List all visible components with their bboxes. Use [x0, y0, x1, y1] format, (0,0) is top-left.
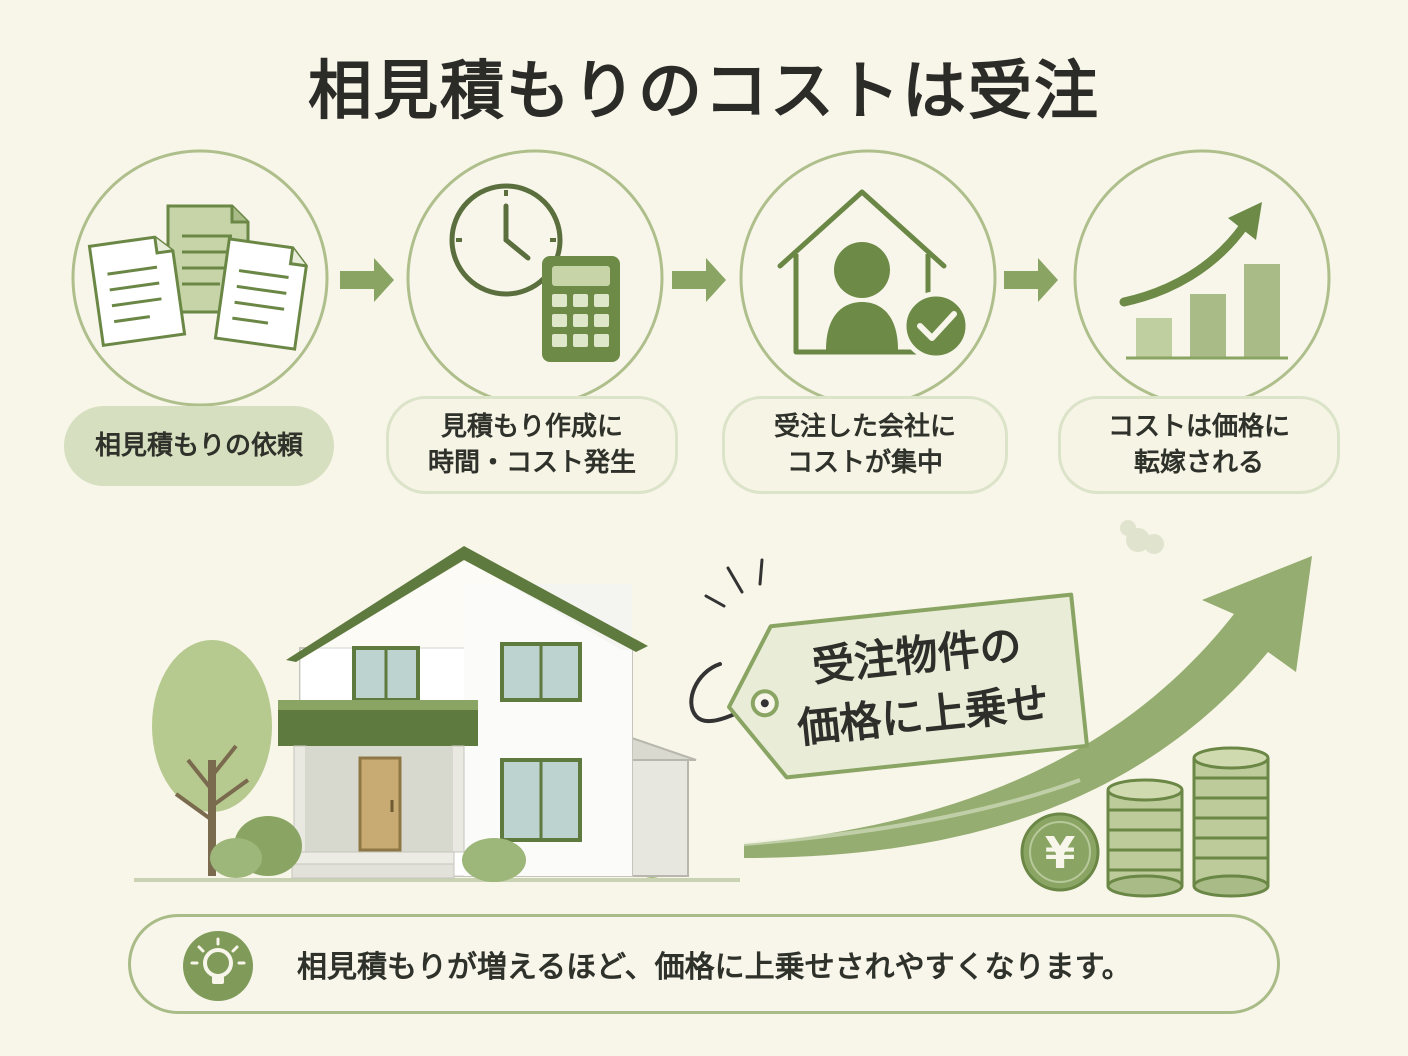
step-2-label: 見積もり作成に時間・コスト発生 [386, 396, 678, 494]
yen-coin: ¥ [1020, 812, 1100, 892]
clock-calculator-icon [449, 183, 620, 362]
documents-icon [87, 204, 308, 351]
step-4-label: コストは価格に転嫁される [1058, 396, 1340, 494]
lightbulb-icon [183, 931, 253, 1001]
page-title: 相見積もりのコストは受注 [308, 55, 1100, 129]
price-tag-icon [689, 558, 1090, 780]
step-3-label: 受注した会社にコストが集中 [722, 396, 1008, 494]
coin-stack-tall [1192, 746, 1270, 898]
house-person-check-icon [777, 189, 971, 361]
smoke-puff-icon [1120, 520, 1164, 554]
arrow-right-icon [340, 258, 394, 302]
step-4-circle [1073, 149, 1331, 407]
coin-stack-short [1106, 778, 1184, 898]
arrow-right-icon [1004, 258, 1058, 302]
step-1-label: 相見積もりの依頼 [64, 406, 334, 486]
yen-symbol: ¥ [1045, 828, 1076, 879]
tip-box: 相見積もりが増えるほど、価格に上乗せされやすくなります。 [128, 914, 1280, 1014]
tip-text: 相見積もりが増えるほど、価格に上乗せされやすくなります。 [297, 950, 1132, 985]
house-illustration [134, 546, 740, 882]
rising-bar-chart-icon [1119, 202, 1288, 360]
arrow-right-icon [672, 258, 726, 302]
rising-arrow-icon [743, 556, 1312, 858]
coin-stacks-icon: ¥ [1020, 746, 1270, 898]
